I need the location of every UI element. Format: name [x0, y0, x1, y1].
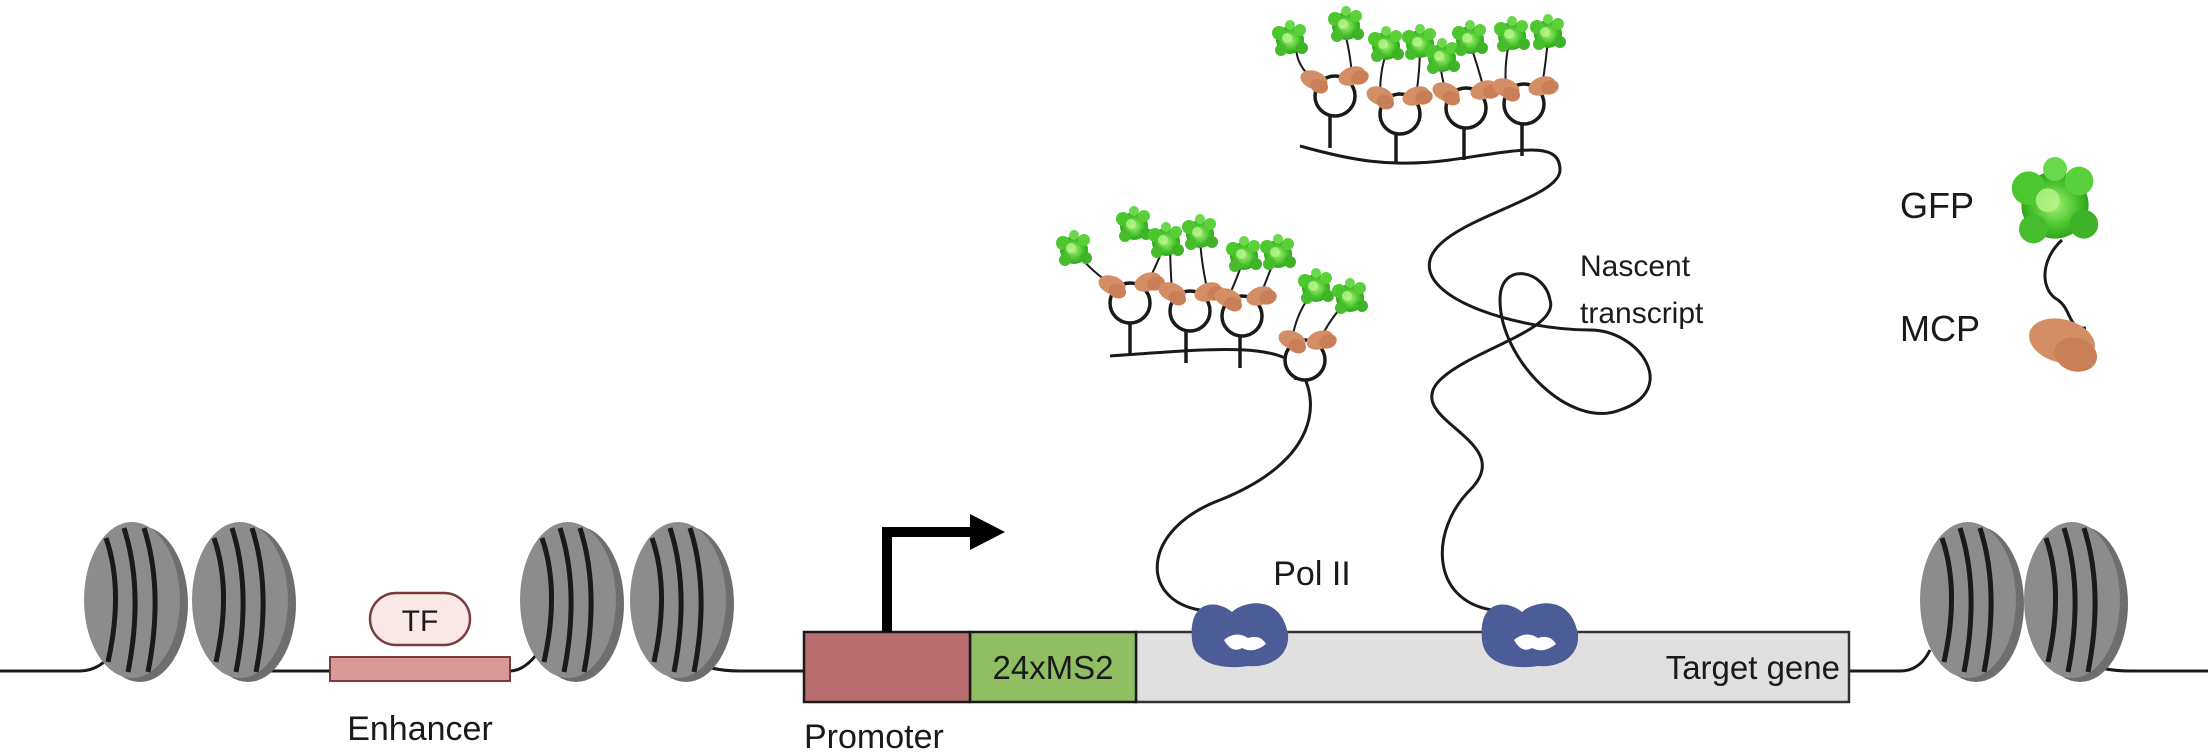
nucleosome-group-left [84, 522, 296, 682]
promoter-label: Promoter [804, 718, 944, 754]
nascent-label-line2: transcript [1580, 297, 1704, 330]
pol2-icon [1481, 603, 1579, 668]
transcription-start-arrow-icon [882, 514, 1005, 632]
mcp-gfp-cluster-1 [1056, 206, 1368, 356]
nucleosome-icon [2024, 522, 2128, 682]
nucleosome-icon [192, 522, 296, 682]
nucleosome-group-right [1920, 522, 2128, 682]
mcp-icon [2022, 311, 2105, 377]
nucleosome-icon [84, 522, 188, 682]
nucleosome-group-middle [520, 522, 734, 682]
pol2-label: Pol II [1273, 555, 1350, 593]
ms2-label: 24xMS2 [992, 649, 1113, 686]
nucleosome-icon [630, 522, 734, 682]
pol2-icon [1191, 603, 1289, 668]
nucleosome-icon [1920, 522, 2024, 682]
mcp-label: MCP [1900, 308, 1980, 349]
stem-loop-array-2 [1313, 74, 1546, 162]
mcp-gfp-cluster-2 [1272, 6, 1566, 112]
nascent-transcript-2 [1299, 144, 1652, 612]
nascent-label-line1: Nascent [1580, 250, 1691, 283]
gfp-icon [2011, 157, 2099, 244]
tf-label: TF [402, 605, 439, 638]
target-gene-label: Target gene [1666, 649, 1840, 686]
gfp-mcp-legend [2011, 157, 2105, 377]
promoter-box [802, 630, 972, 704]
gfp-label: GFP [1900, 185, 1974, 226]
tf-pill [368, 591, 472, 647]
nascent-transcript-1 [1109, 347, 1312, 612]
enhancer-box [329, 656, 511, 682]
enhancer-label: Enhancer [347, 710, 493, 748]
